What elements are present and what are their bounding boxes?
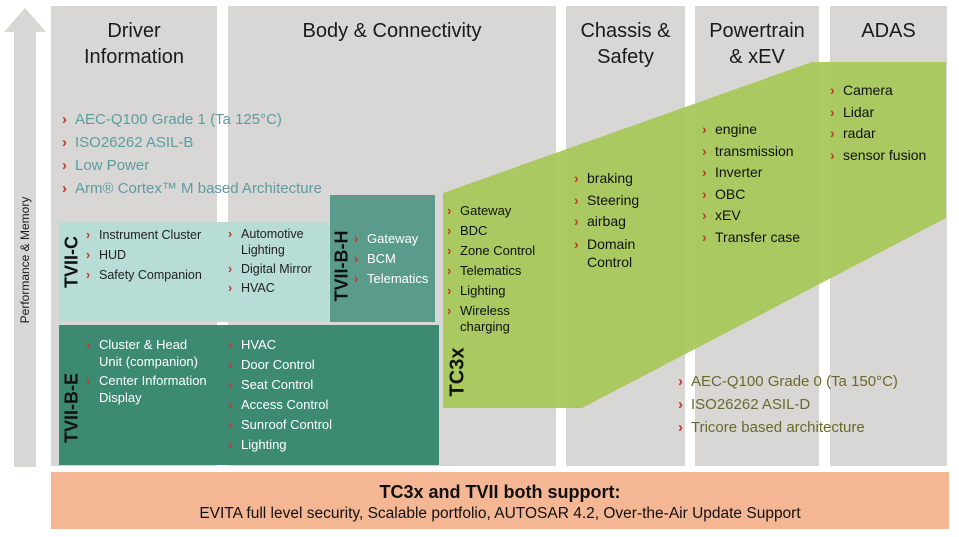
- list-item: xEV: [702, 205, 800, 227]
- axis-arrow-head: [4, 8, 46, 32]
- support-footer: TC3x and TVII both support: EVITA full l…: [51, 472, 949, 529]
- list-item: OBC: [702, 184, 800, 206]
- tc3x-chassis-list: braking Steering airbag Domain Control: [574, 168, 639, 271]
- tc3x-feature-item: Tricore based architecture: [678, 416, 898, 439]
- tvii-feature-item: Low Power: [62, 154, 322, 177]
- list-item: Telematics: [354, 269, 428, 289]
- list-item: Domain Control: [574, 235, 639, 271]
- tc3x-powertrain-list: engine transmission Inverter OBC xEV Tra…: [702, 119, 800, 248]
- tvii-feature-item: ISO26262 ASIL-B: [62, 131, 322, 154]
- column-title: Powertrain & xEV: [709, 20, 805, 68]
- tvii-c-body-list: Automotive Lighting Digital Mirror HVAC: [228, 226, 312, 297]
- list-item: BCM: [354, 249, 428, 269]
- list-item: airbag: [574, 211, 639, 233]
- tvii-feature-item: AEC-Q100 Grade 1 (Ta 125°C): [62, 108, 322, 131]
- list-item: Transfer case: [702, 227, 800, 249]
- list-item: HVAC: [228, 335, 332, 355]
- tc3x-features-list: AEC-Q100 Grade 0 (Ta 150°C) ISO26262 ASI…: [678, 370, 898, 439]
- tvii-b-h-list: Gateway BCM Telematics: [354, 229, 428, 289]
- column-title: Chassis & Safety: [580, 20, 671, 68]
- list-item: Lighting: [447, 281, 535, 301]
- tc3x-body-list: Gateway BDC Zone Control Telematics Ligh…: [447, 201, 535, 335]
- tc3x-label: TC3x: [446, 347, 469, 397]
- list-item: Lighting: [228, 435, 332, 455]
- list-item: Steering: [574, 190, 639, 212]
- list-item: engine: [702, 119, 800, 141]
- tc3x-adas-list: Camera Lidar radar sensor fusion: [830, 80, 926, 166]
- list-item: BDC: [447, 221, 535, 241]
- column-title: Driver Information: [83, 20, 185, 68]
- tvii-b-e-body-list: HVAC Door Control Seat Control Access Co…: [228, 335, 332, 455]
- tvii-b-e-label: TVII-B-E: [61, 373, 82, 443]
- tvii-c-label: TVII-C: [61, 236, 82, 288]
- list-item: braking: [574, 168, 639, 190]
- list-item: Gateway: [354, 229, 428, 249]
- list-item: Lidar: [830, 102, 926, 124]
- tvii-c-driver-list: Instrument Cluster HUD Safety Companion: [86, 226, 202, 284]
- list-item: Door Control: [228, 355, 332, 375]
- list-item: Gateway: [447, 201, 535, 221]
- list-item: Automotive Lighting: [228, 226, 312, 258]
- list-item: HUD: [86, 246, 202, 264]
- tvii-b-e-driver-list: Cluster & Head Unit (companion) Center I…: [86, 336, 207, 406]
- list-item: Access Control: [228, 395, 332, 415]
- tc3x-feature-item: ISO26262 ASIL-D: [678, 393, 898, 416]
- tc3x-region-shape: [443, 62, 946, 408]
- list-item: Telematics: [447, 261, 535, 281]
- list-item: Wireless charging: [447, 303, 535, 335]
- tc3x-feature-item: AEC-Q100 Grade 0 (Ta 150°C): [678, 370, 898, 393]
- tvii-features-list: AEC-Q100 Grade 1 (Ta 125°C) ISO26262 ASI…: [62, 108, 322, 200]
- axis-arrow-shaft: [14, 30, 36, 467]
- footer-text: EVITA full level security, Scalable port…: [199, 505, 801, 522]
- footer-title: TC3x and TVII both support:: [379, 482, 621, 502]
- list-item: Sunroof Control: [228, 415, 332, 435]
- list-item: Digital Mirror: [228, 260, 312, 278]
- list-item: HVAC: [228, 279, 312, 297]
- list-item: Center Information Display: [86, 372, 207, 406]
- list-item: Safety Companion: [86, 266, 202, 284]
- list-item: radar: [830, 123, 926, 145]
- list-item: Camera: [830, 80, 926, 102]
- tvii-feature-item: Arm® Cortex™ M based Architecture: [62, 177, 322, 200]
- list-item: Instrument Cluster: [86, 226, 202, 244]
- list-item: transmission: [702, 141, 800, 163]
- column-title: ADAS: [861, 20, 916, 42]
- column-title: Body & Connectivity: [302, 20, 482, 42]
- tvii-b-h-label: TVII-B-H: [331, 230, 352, 302]
- list-item: Inverter: [702, 162, 800, 184]
- list-item: Cluster & Head Unit (companion): [86, 336, 207, 370]
- list-item: Zone Control: [447, 241, 535, 261]
- list-item: Seat Control: [228, 375, 332, 395]
- list-item: sensor fusion: [830, 145, 926, 167]
